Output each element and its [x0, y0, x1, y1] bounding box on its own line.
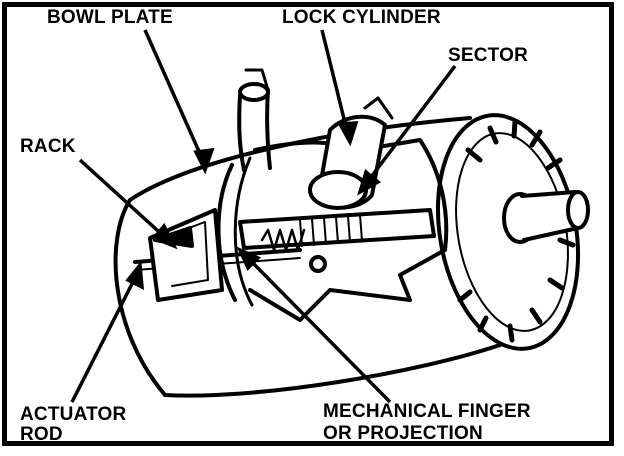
label-bowl-plate: BOWL PLATE	[47, 7, 173, 28]
spring	[260, 228, 306, 252]
housing-bottom-edge	[163, 343, 502, 398]
leader-rack	[78, 158, 170, 242]
leader-sector	[363, 64, 457, 187]
label-mechanical-finger: MECHANICAL FINGER	[323, 401, 531, 422]
label-actuator: ACTUATOR	[20, 404, 127, 425]
leader-bowl-plate	[143, 29, 207, 166]
rack-housing	[148, 208, 224, 302]
label-or-projection: OR PROJECTION	[323, 423, 483, 444]
cutaway-edge	[248, 138, 449, 322]
lock-cylinder-tube	[237, 93, 246, 172]
pin	[309, 255, 327, 273]
sector-gear	[308, 170, 368, 210]
leader-lock-cylinder	[320, 29, 350, 136]
label-lock-cylinder: LOCK CYLINDER	[282, 7, 441, 28]
label-sector: SECTOR	[448, 45, 529, 66]
diagram-border	[2, 2, 614, 446]
leader-finger	[243, 253, 392, 404]
leader-actuator-rod	[70, 271, 140, 403]
leader-lines	[70, 29, 457, 404]
label-rack: RACK	[20, 136, 76, 157]
housing-top-edge	[128, 116, 472, 202]
shaft-end	[566, 190, 590, 230]
label-rod: ROD	[20, 424, 63, 445]
housing-left-end	[113, 198, 167, 397]
